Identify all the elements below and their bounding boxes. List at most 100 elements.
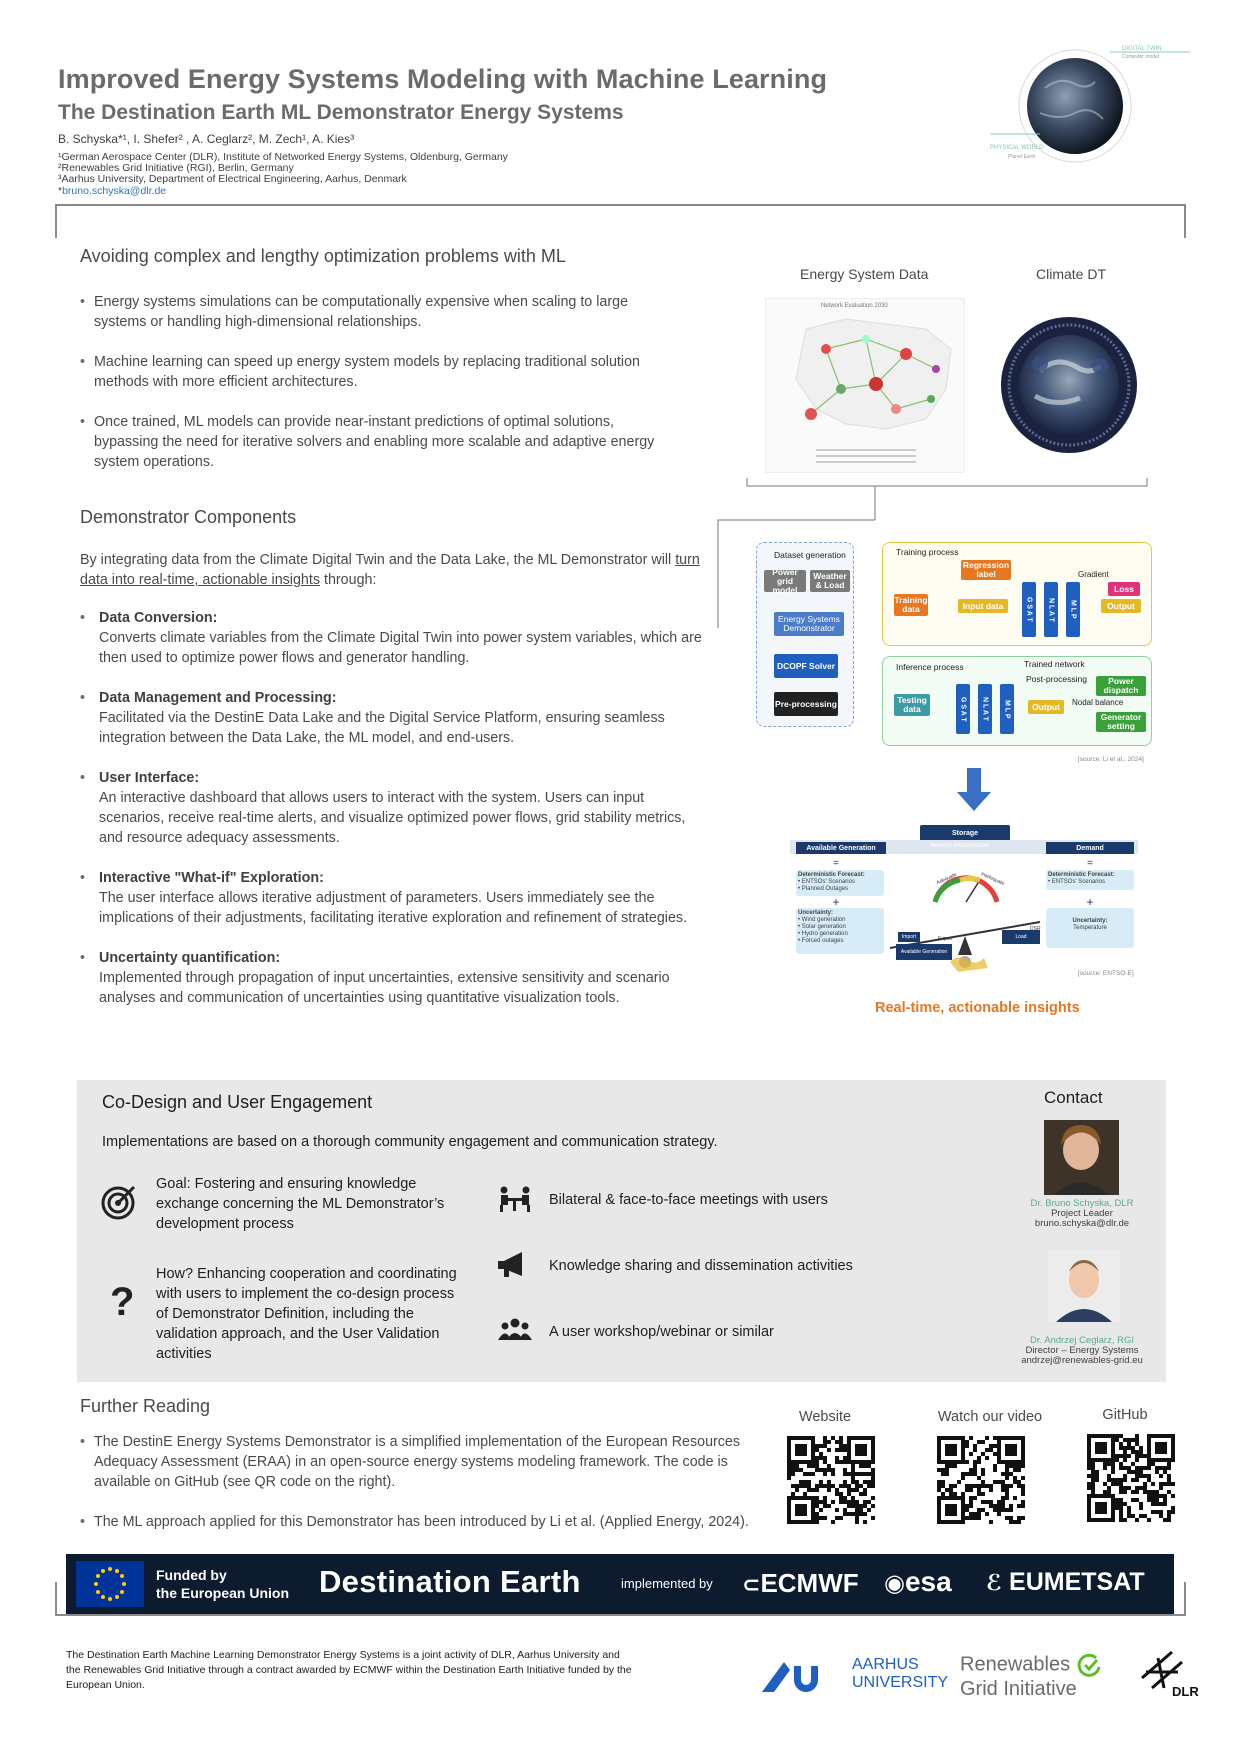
- dcopf-solver-node: DCOPF Solver: [774, 654, 838, 678]
- regression-label-node: Regression label: [961, 560, 1011, 580]
- ecmwf-mark-icon: ⊂: [742, 1572, 761, 1597]
- activity-item: A user workshop/webinar or similar: [549, 1324, 774, 1340]
- list-item: The DestinE Energy Systems Demonstrator …: [80, 1432, 760, 1492]
- testing-data-node: Testing data: [894, 694, 930, 716]
- item-text: An interactive dashboard that allows use…: [99, 790, 686, 846]
- codesign-intro: Implementations are based on a thorough …: [102, 1134, 718, 1150]
- det-forecast-right-item: ENTSOs' Scenarios: [1051, 879, 1105, 885]
- esa-mark-icon: ◉: [884, 1570, 905, 1597]
- aarhus-university-logo: AARHUS UNIVERSITY: [852, 1656, 948, 1692]
- training-data-node: Training data: [894, 594, 928, 616]
- available-generation-header: Available Generation: [796, 842, 886, 854]
- funding-banner: Funded by the European Union Destination…: [66, 1554, 1174, 1614]
- digital-twin-label: DIGITAL TWIN: [1122, 46, 1162, 52]
- mlp-block-inference: M L P: [1000, 684, 1014, 734]
- svg-text:=: =: [1087, 858, 1093, 869]
- affiliation-3: ³Aarhus University, Department of Electr…: [58, 173, 407, 186]
- how-text: How? Enhancing cooperation and coordinat…: [156, 1266, 457, 1362]
- affiliation-1: ¹German Aerospace Center (DLR), Institut…: [58, 151, 508, 163]
- gradient-label: Gradient: [1078, 570, 1109, 579]
- rgi-mark-icon: [1077, 1653, 1101, 1677]
- power-grid-model-node: Power grid model: [764, 567, 806, 594]
- contact-email[interactable]: bruno.schyska@dlr.de: [1034, 1218, 1130, 1229]
- list-item: Once trained, ML models can provide near…: [80, 412, 680, 472]
- list-item: The ML approach applied for this Demonst…: [80, 1512, 760, 1532]
- list-item: Energy systems simulations can be comput…: [80, 292, 680, 332]
- nlat-block-inference: N L A T: [978, 684, 992, 734]
- network-infra-label: Network infrastructure: [930, 843, 989, 849]
- svg-text:+: +: [832, 895, 839, 909]
- input-data-node: Input data: [958, 599, 1008, 613]
- inference-process-title: Inference process: [896, 662, 964, 672]
- down-arrow-icon: [957, 768, 991, 811]
- item-text: Converts climate variables from the Clim…: [99, 630, 702, 666]
- energy-data-label: Energy System Data: [800, 266, 929, 282]
- det-forecast-left-title: Deterministic Forecast:: [798, 872, 865, 878]
- funded-by-text: Funded by the European Union: [156, 1566, 289, 1602]
- intro-text: By integrating data from the Climate Dig…: [80, 552, 676, 568]
- rgi-line-1: Renewables: [960, 1653, 1071, 1676]
- item-title: Interactive "What-if" Exploration:: [99, 870, 324, 886]
- corresponding-email-link[interactable]: bruno.schyska@dlr.de: [62, 184, 167, 197]
- training-process-title: Training process: [896, 547, 959, 557]
- gsat-block: G S A T: [1022, 582, 1036, 637]
- eumetsat-mark-icon: ℰ: [986, 1570, 1003, 1595]
- climate-dt-image: [1000, 316, 1138, 454]
- video-qr-code[interactable]: [937, 1436, 1025, 1524]
- contact-card: Dr. Bruno Schyska, DLR Project Leader br…: [1008, 1199, 1156, 1229]
- uncertainty-right-title: Uncertainty:: [1072, 918, 1108, 924]
- output-node: Output: [1101, 599, 1141, 613]
- esa-logo: ◉esa: [884, 1566, 952, 1598]
- dlr-logo-icon: [1141, 1650, 1183, 1690]
- weather-load-node: Weather & Load: [810, 570, 850, 592]
- goal-text: Goal: Fostering and ensuring knowledge e…: [156, 1176, 445, 1232]
- avatar: [1044, 1120, 1119, 1195]
- item-title: User Interface:: [99, 770, 200, 786]
- github-qr-code[interactable]: [1087, 1434, 1175, 1522]
- meeting-icon: [500, 1186, 530, 1212]
- uncertainty-left: Uncertainty: • Wind generation • Solar g…: [796, 908, 884, 954]
- uncertainty-right: Uncertainty: Temperature: [1046, 908, 1134, 948]
- mlp-block: M L P: [1066, 582, 1080, 637]
- section-heading-components: Demonstrator Components: [80, 507, 297, 527]
- further-reading-list: The DestinE Energy Systems Demonstrator …: [80, 1432, 760, 1552]
- contact-heading: Contact: [1044, 1088, 1103, 1107]
- dataset-generation-title: Dataset generation: [774, 550, 846, 560]
- implemented-by-text: implemented by: [621, 1576, 713, 1591]
- item-text: Implemented through propagation of input…: [99, 970, 670, 1006]
- nodal-balance-label: Nodal balance: [1072, 698, 1124, 707]
- det-forecast-left-item: Planned Outages: [801, 886, 849, 892]
- website-qr-code[interactable]: [787, 1436, 875, 1524]
- output-node-inference: Output: [1028, 700, 1064, 714]
- uncertainty-left-title: Uncertainty:: [798, 910, 834, 916]
- ecmwf-logo: ⊂ECMWF: [742, 1568, 859, 1599]
- item-text: Facilitated via the DestinE Data Lake an…: [99, 710, 665, 746]
- megaphone-icon: [498, 1252, 522, 1277]
- item-title: Data Conversion:: [99, 610, 218, 626]
- aarhus-university-logo-icon: [762, 1662, 818, 1692]
- contact-email[interactable]: andrzej@renewables-grid.eu: [1021, 1355, 1143, 1366]
- list-item: Uncertainty quantification:Implemented t…: [80, 948, 705, 1008]
- uncertainty-left-item: Solar generation: [801, 924, 846, 930]
- contact-card: Dr. Andrzej Ceglarz, RGI Director – Ener…: [1008, 1336, 1156, 1366]
- question-icon: ?: [110, 1280, 135, 1324]
- list-item: Interactive "What-if" Exploration:The us…: [80, 868, 705, 928]
- intro-highlight: turn data into real-time, actionable ins…: [80, 552, 700, 588]
- digital-twin-globe: DIGITAL TWIN Computer model PHYSICAL WOR…: [990, 38, 1200, 178]
- esa-text: esa: [904, 1566, 952, 1597]
- load-weight: Load: [1002, 930, 1040, 944]
- det-forecast-right-title: Deterministic Forecast:: [1048, 872, 1115, 878]
- uncertainty-right-sub: Temperature: [1073, 925, 1107, 931]
- postprocessing-label: Post-processing: [1026, 674, 1087, 684]
- dsr-label: DSR: [1030, 926, 1041, 932]
- item-title: Data Management and Processing:: [99, 690, 337, 706]
- section-heading-ml: Avoiding complex and lengthy optimizatio…: [80, 246, 566, 266]
- list-item: Machine learning can speed up energy sys…: [80, 352, 680, 392]
- contact-role: Director – Energy Systems: [1025, 1345, 1139, 1356]
- det-forecast-left-item: ENTSOs' Scenarios: [801, 879, 855, 885]
- es-demonstrator-node: Energy Systems Demonstrator: [774, 612, 844, 636]
- qr-label-github: GitHub: [1102, 1407, 1148, 1423]
- destination-earth-logo: Destination Earth: [319, 1564, 581, 1599]
- insights-caption: Real-time, actionable insights: [875, 1000, 1080, 1016]
- avatar: [1048, 1250, 1120, 1322]
